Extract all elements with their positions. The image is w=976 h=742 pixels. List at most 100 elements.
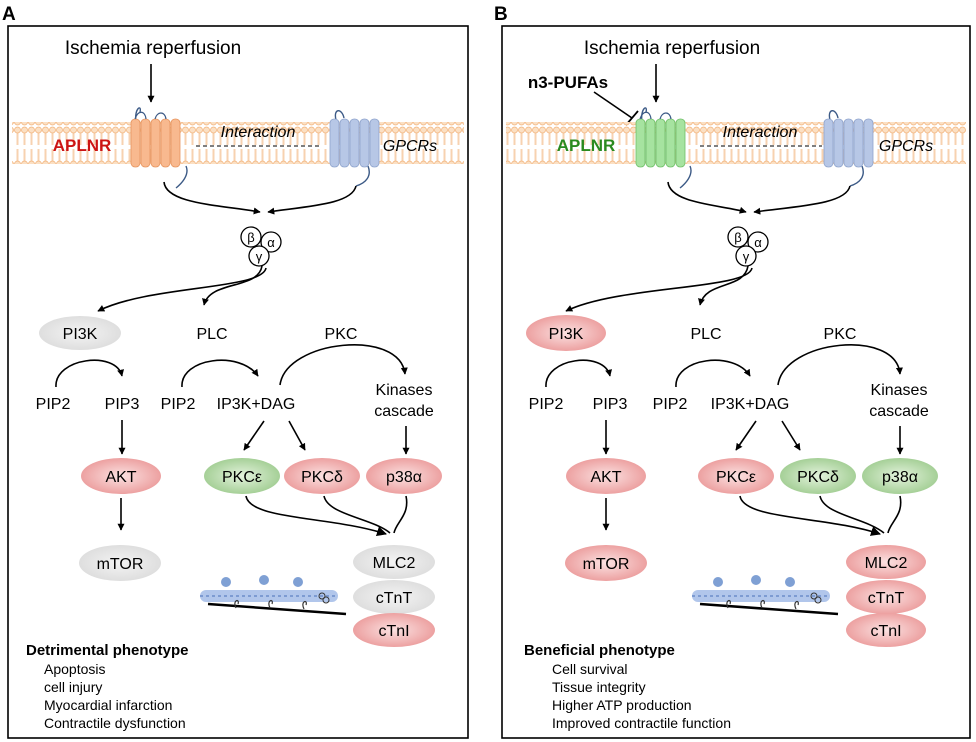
kinases-label-1: Kinases bbox=[376, 382, 433, 399]
pkce-to-myofilament bbox=[245, 495, 387, 537]
mlc2-node bbox=[353, 545, 435, 579]
akt-label: AKT bbox=[590, 469, 621, 486]
pkc-label: PKC bbox=[325, 326, 358, 343]
pip3-label: PIP3 bbox=[105, 396, 140, 413]
stimulus-label: Ischemia reperfusion bbox=[584, 38, 760, 59]
g-beta: β bbox=[734, 230, 741, 245]
phenotype-title: Beneficial phenotype bbox=[524, 642, 675, 659]
pkc-label: PKC bbox=[824, 326, 857, 343]
mtor-label: mTOR bbox=[583, 556, 630, 573]
gpcr-receptor bbox=[823, 110, 874, 187]
pip2-mid-label: PIP2 bbox=[653, 396, 688, 413]
g-protein: β α γ bbox=[240, 226, 282, 267]
interaction-label: Interaction bbox=[723, 124, 798, 141]
p38a-node bbox=[862, 458, 938, 494]
mtor-label: mTOR bbox=[97, 556, 144, 573]
panel-a: A Ischemia reperfusion APLNR Interaction bbox=[2, 4, 469, 739]
panel-letter: B bbox=[494, 4, 508, 25]
panel-b: B Ischemia reperfusion n3-PUFAs APLNR In… bbox=[494, 4, 971, 739]
plc-label: PLC bbox=[690, 326, 721, 343]
gpcr-label: GPCRs bbox=[879, 138, 933, 155]
ctnt-label: cTnT bbox=[376, 590, 413, 607]
dag-to-pkce-arrow bbox=[735, 420, 757, 451]
akt-label: AKT bbox=[105, 469, 136, 486]
g-gamma: γ bbox=[256, 249, 263, 264]
mlc2-node bbox=[846, 545, 926, 579]
gprotein-to-pi3k bbox=[97, 267, 267, 312]
pkcd-label: PKCδ bbox=[301, 469, 343, 486]
dag-to-pkce-arrow bbox=[243, 420, 265, 451]
g-protein: β α γ bbox=[727, 226, 769, 267]
pip3-label: PIP3 bbox=[593, 396, 628, 413]
ip3k-dag-label: IP3K+DAG bbox=[217, 396, 296, 413]
mtor-node bbox=[565, 545, 647, 581]
actin-filament bbox=[200, 575, 347, 616]
dag-to-pkcd-arrow bbox=[288, 420, 306, 451]
ip3k-dag-label: IP3K+DAG bbox=[711, 396, 790, 413]
ctni-label: cTnI bbox=[870, 623, 901, 640]
pi3k-label: PI3K bbox=[63, 326, 98, 343]
dag-to-pkcd-arrow bbox=[781, 420, 801, 451]
dag-to-kinases-arrow bbox=[279, 344, 408, 386]
pkcd-to-myofilament bbox=[323, 495, 391, 534]
mtor-node bbox=[79, 545, 161, 581]
phenotype-item: Higher ATP production bbox=[552, 697, 692, 713]
phenotype-title: Detrimental phenotype bbox=[26, 642, 189, 659]
panel-frame bbox=[501, 25, 971, 739]
dag-to-kinases-arrow bbox=[777, 344, 903, 386]
ctnt-node bbox=[846, 580, 926, 614]
akt-node bbox=[566, 458, 646, 494]
pi3k-label: PI3K bbox=[549, 326, 584, 343]
gpcr-receptor bbox=[329, 110, 380, 187]
phenotype-item: cell injury bbox=[44, 679, 102, 695]
pip2-to-pip3-arrow bbox=[55, 359, 124, 388]
g-alpha: α bbox=[754, 235, 762, 250]
aplnr-receptor bbox=[130, 107, 188, 189]
mlc2-label: MLC2 bbox=[865, 555, 908, 572]
phenotype-item: Improved contractile function bbox=[552, 715, 731, 731]
aplnr-receptor bbox=[635, 107, 692, 189]
pip2-to-pip3-arrow bbox=[545, 359, 612, 388]
p38a-to-myofilament bbox=[393, 495, 408, 534]
receptor-to-gprotein-right bbox=[753, 185, 851, 215]
phenotype-item: Cell survival bbox=[552, 661, 627, 677]
pkce-node bbox=[204, 458, 280, 494]
p38a-label: p38α bbox=[882, 469, 918, 486]
pip2-to-ip3k-arrow bbox=[181, 359, 259, 388]
ctni-node bbox=[353, 613, 435, 647]
ctni-label: cTnI bbox=[378, 623, 409, 640]
p38a-label: p38α bbox=[386, 469, 422, 486]
aplnr-label: APLNR bbox=[53, 136, 112, 155]
kinases-label-1: Kinases bbox=[871, 382, 928, 399]
pip2-mid-label: PIP2 bbox=[161, 396, 196, 413]
pip2-left-label: PIP2 bbox=[36, 396, 71, 413]
pkce-to-myofilament bbox=[739, 495, 881, 536]
g-gamma: γ bbox=[743, 249, 750, 264]
receptor-to-gprotein-left bbox=[667, 181, 747, 214]
gpcr-label: GPCRs bbox=[383, 138, 437, 155]
interaction-label: Interaction bbox=[221, 124, 296, 141]
g-alpha: α bbox=[267, 235, 275, 250]
actin-filament bbox=[692, 575, 839, 616]
phenotype-item: Contractile dysfunction bbox=[44, 715, 186, 731]
gprotein-to-plc bbox=[202, 265, 263, 306]
pip2-to-ip3k-arrow bbox=[675, 359, 751, 388]
pkce-label: PKCε bbox=[222, 469, 262, 486]
ctnt-label: cTnT bbox=[868, 590, 905, 607]
receptor-to-gprotein-left bbox=[163, 181, 261, 215]
kinases-label-2: cascade bbox=[374, 403, 434, 420]
akt-node bbox=[81, 458, 161, 494]
g-beta: β bbox=[247, 230, 254, 245]
ctnt-node bbox=[353, 580, 435, 614]
ctni-node bbox=[846, 613, 926, 647]
mlc2-label: MLC2 bbox=[373, 555, 416, 572]
p38a-node bbox=[366, 458, 442, 494]
pkce-label: PKCε bbox=[716, 469, 756, 486]
phenotype-item: Myocardial infarction bbox=[44, 697, 172, 713]
pi3k-node bbox=[526, 315, 606, 351]
pkcd-to-myofilament bbox=[819, 495, 885, 534]
p38a-to-myofilament bbox=[887, 495, 902, 534]
stimulus-label: Ischemia reperfusion bbox=[65, 38, 241, 59]
cell-membrane bbox=[506, 122, 966, 164]
